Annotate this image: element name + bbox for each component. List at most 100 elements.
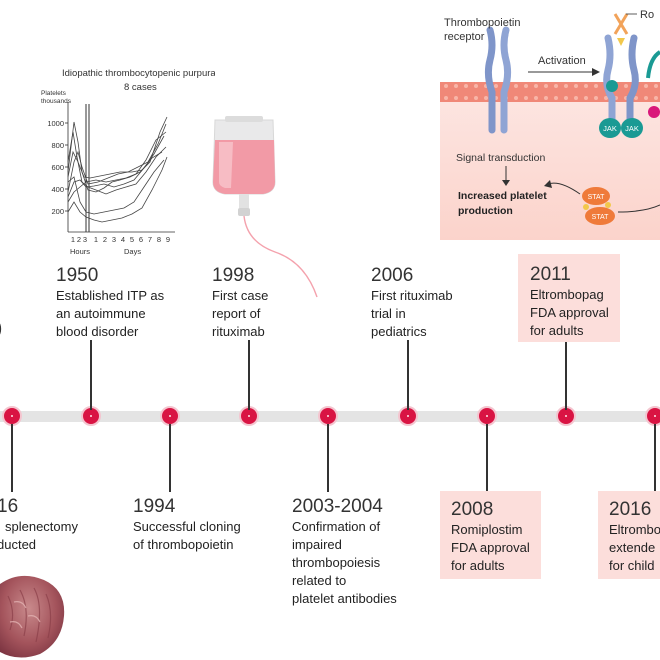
transduction-label: Signal transduction <box>456 152 545 164</box>
cytoplasm-region <box>440 88 660 240</box>
event-1998: 1998 First case report of rituximab <box>212 265 322 341</box>
stat-label-top: STAT <box>588 194 606 201</box>
event-desc-line: rituximab <box>212 324 265 339</box>
plot-subtitle: 8 cases <box>124 82 157 93</box>
event-2003-2004: 2003-2004 Confirmation of impaired throm… <box>292 496 442 608</box>
xtick-day-3: 3 <box>112 235 116 244</box>
jak-proteins: JAK JAK <box>599 106 660 138</box>
event-desc-line: platelet antibodies <box>292 591 397 606</box>
xtick-day-2: 2 <box>103 235 107 244</box>
stem-1950 <box>90 340 92 410</box>
event-desc-line: ducted <box>0 537 37 552</box>
event-desc-line: Established ITP as <box>56 288 165 303</box>
event-2008: 2008 Romiplostim FDA approval for adults <box>440 491 541 579</box>
event-1994: 1994 Successful cloning of thrombopoieti… <box>133 496 283 554</box>
stem-1998 <box>248 340 250 410</box>
ytick-400: 400 <box>51 185 64 194</box>
xtick-day-4: 4 <box>121 235 125 244</box>
plot-xlabel-days: Days <box>124 247 141 256</box>
ytick-800: 800 <box>51 141 64 150</box>
event-year: 2016 <box>609 499 652 520</box>
event-2016: 2016 Eltrombo extende for child <box>598 491 660 579</box>
stem-2016 <box>654 424 656 492</box>
event-desc-line: Romiplostim <box>451 522 523 537</box>
plot-title: Idiopathic thrombocytopenic purpura <box>62 68 215 79</box>
event-year: 16 <box>0 496 19 517</box>
node-splenectomy <box>2 406 22 426</box>
event-year: 2003-2004 <box>292 496 383 517</box>
stem-1994 <box>169 424 171 492</box>
xtick-day-7: 7 <box>148 235 152 244</box>
xtick-day-1: 1 <box>94 235 98 244</box>
jak-label-right: JAK <box>625 124 639 133</box>
ytick-1000: 1000 <box>47 119 64 128</box>
xtick-day-5: 5 <box>130 235 134 244</box>
node-2003-2004 <box>318 406 338 426</box>
stem-2008 <box>486 424 488 492</box>
event-desc-line: Successful cloning <box>133 519 241 534</box>
xtick-day-9: 9 <box>166 235 170 244</box>
event-year: 2006 <box>371 265 414 286</box>
plot-case-curves <box>67 116 168 223</box>
itp-platelet-plot: Idiopathic thrombocytopenic purpura 8 ca… <box>41 68 215 256</box>
activation-label: Activation <box>538 55 586 67</box>
event-desc-line: for adults <box>451 558 505 573</box>
stem-2003-2004 <box>327 424 329 492</box>
ytick-200: 200 <box>51 207 64 216</box>
plot-xlabel-hours: Hours <box>70 247 90 256</box>
event-2011: 2011 Eltrombopag FDA approval for adults <box>518 254 620 342</box>
xtick-day-8: 8 <box>157 235 161 244</box>
node-2008 <box>477 406 497 426</box>
event-desc-line: trial in <box>371 306 406 321</box>
event-desc-line: pediatrics <box>371 324 427 339</box>
event-2006: 2006 First rituximab trial in pediatrics <box>371 265 501 341</box>
event-year: 1950 <box>56 265 99 286</box>
tpo-signaling-panel: Thrombopoietin receptor Activation Ro JA… <box>440 9 660 240</box>
production-label-line1: Increased platelet <box>458 190 547 202</box>
node-2016 <box>645 406 660 426</box>
event-desc-line: splenectomy <box>5 519 78 534</box>
xtick-day-6: 6 <box>139 235 143 244</box>
event-desc-line: Eltrombopag <box>530 287 604 302</box>
event-desc-line: report of <box>212 306 261 321</box>
production-label-line2: production <box>458 205 513 217</box>
event-year: 1994 <box>133 496 176 517</box>
event-desc-line: FDA approval <box>530 305 609 320</box>
xtick-hour-2: 2 <box>77 235 81 244</box>
stat-label-bottom: STAT <box>592 214 610 221</box>
xtick-hour-3: 3 <box>83 235 87 244</box>
event-desc-line: related to <box>292 573 347 588</box>
event-desc-line: FDA approval <box>451 540 530 555</box>
event-year: 1998 <box>212 265 255 286</box>
spleen-icon <box>0 575 65 658</box>
xtick-hour-1: 1 <box>71 235 75 244</box>
jak-label-left: JAK <box>603 124 617 133</box>
event-desc-line: blood disorder <box>56 324 139 339</box>
receptor-label-line2: receptor <box>444 31 485 43</box>
stem-splenectomy <box>11 424 13 492</box>
iv-bag-icon <box>212 116 318 298</box>
event-desc-line: Confirmation of <box>292 519 381 534</box>
event-desc-line: Eltrombo <box>609 522 660 537</box>
event-1950: 1950 Established ITP as an autoimmune bl… <box>56 265 206 341</box>
event-desc-line: for child <box>609 558 655 573</box>
stat-dimer: STAT STAT <box>582 187 615 225</box>
inactive-receptor <box>484 26 512 134</box>
event-desc-line: First case <box>212 288 269 303</box>
event-desc-line: thrombopoiesis <box>292 555 381 570</box>
ytick-600: 600 <box>51 163 64 172</box>
stem-2011 <box>565 342 567 410</box>
event-splenectomy: 16 splenectomy ducted <box>0 496 97 554</box>
event-desc-line: extende <box>609 540 656 555</box>
plot-ylabel-line2: thousands <box>41 98 72 105</box>
event-desc-line: First rituximab <box>371 288 453 303</box>
active-receptor <box>603 13 639 129</box>
plot-ylabel-line1: Platelets <box>41 90 67 97</box>
event-desc-line: for adults <box>530 323 584 338</box>
event-year: 2008 <box>451 499 494 520</box>
event-year: 2011 <box>530 264 571 285</box>
event-desc-line: an autoimmune <box>56 306 146 321</box>
event-desc-line: impaired <box>292 537 342 552</box>
receptor-label-line1: Thrombopoietin <box>444 17 520 29</box>
ligand-label: Ro <box>640 9 654 21</box>
